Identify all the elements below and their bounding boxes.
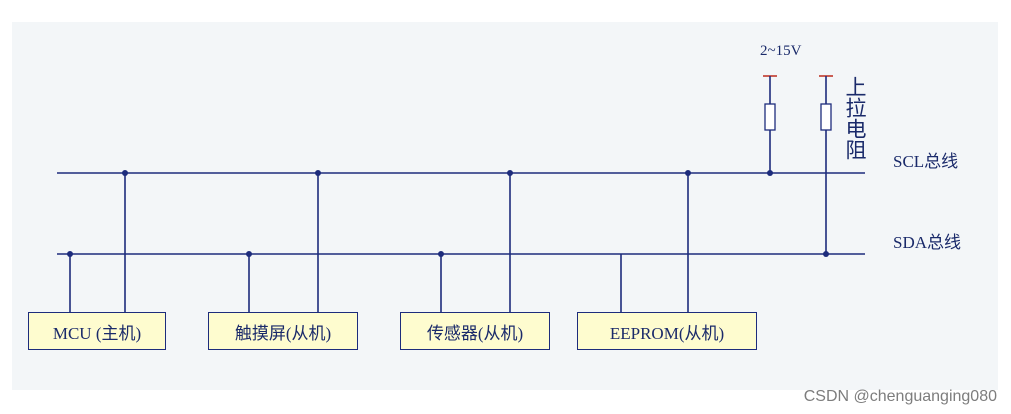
device-label: EEPROM(从机) <box>609 323 725 343</box>
device-box-mcu: MCU (主机) <box>28 312 166 350</box>
device-label: MCU (主机) <box>52 323 142 343</box>
sda-pullup-resistor <box>820 103 832 131</box>
device-box-eeprom: EEPROM(从机) <box>577 312 757 350</box>
device-label: 触摸屏(从机) <box>234 323 332 343</box>
junction-dot <box>685 170 691 176</box>
device-label: 传感器(从机) <box>426 323 524 343</box>
supply-voltage-label: 2~15V <box>760 43 802 59</box>
junction-dot <box>507 170 513 176</box>
junction-dot <box>315 170 321 176</box>
device-box-touchscreen: 触摸屏(从机) <box>208 312 358 350</box>
scl-pullup-resistor <box>764 103 776 131</box>
device-box-sensor: 传感器(从机) <box>400 312 550 350</box>
junction-dot <box>438 251 444 257</box>
junction-dot <box>67 251 73 257</box>
junction-dot <box>122 170 128 176</box>
sda-bus-label: SDA总线 <box>893 233 961 252</box>
junction-dot <box>246 251 252 257</box>
pullup-resistor-label: 上拉电阻 <box>843 76 866 160</box>
scl-bus-label: SCL总线 <box>893 152 958 171</box>
watermark: CSDN @chenguanging080 <box>803 388 997 405</box>
